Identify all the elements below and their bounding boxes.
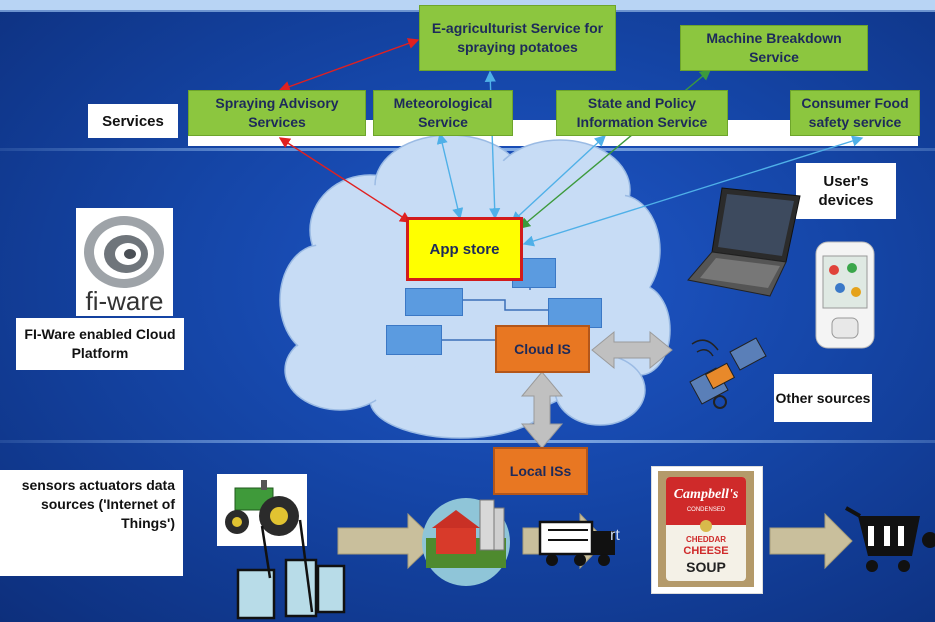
cloud-component-2 — [405, 288, 463, 316]
soup-medallion — [700, 520, 712, 532]
app-store-box: App store — [406, 217, 523, 281]
service-meteorological: Meteorological Service — [373, 90, 513, 136]
soup-brand: Campbell's — [673, 487, 739, 502]
transport-text: rt — [610, 527, 620, 544]
fiware-swirl-icon — [84, 216, 164, 288]
local-is-box: Local ISs — [493, 447, 588, 495]
soup-line2: CHEDDAR — [686, 535, 726, 544]
separator-line-bottom — [0, 440, 935, 443]
users-devices-label: User's devices — [796, 163, 896, 219]
soup-can: Campbell's CONDENSED CHEDDAR CHEESE SOUP — [666, 477, 746, 581]
tractor-image — [217, 474, 307, 546]
iot-label: sensors actuators data sources ('Interne… — [0, 470, 183, 576]
arrow-consumer-appstore — [522, 135, 864, 247]
services-label: Services — [88, 104, 178, 138]
other-sources-label: Other sources — [774, 374, 872, 422]
cloud-component-4 — [386, 325, 442, 355]
soup-line4: SOUP — [686, 559, 726, 575]
fiware-logo: fi-ware — [76, 208, 173, 316]
arrow-spraying-appstore — [278, 137, 412, 223]
tractor-icon — [225, 480, 299, 536]
soup-can-image: Campbell's CONDENSED CHEDDAR CHEESE SOUP — [651, 466, 763, 594]
arrow-meteo-appstore — [436, 132, 464, 220]
service-state-policy: State and Policy Information Service — [556, 90, 728, 136]
fiware-platform-label: FI-Ware enabled Cloud Platform — [16, 318, 184, 370]
service-machine-breakdown: Machine Breakdown Service — [680, 25, 868, 71]
arrow-eagri-spraying — [278, 38, 420, 92]
soup-line3: CHEESE — [683, 545, 729, 557]
horizontal-double-arrow — [591, 330, 673, 370]
service-consumer-food-safety: Consumer Food safety service — [790, 90, 920, 136]
soup-line1: CONDENSED — [686, 507, 726, 513]
soup-can-red-band — [666, 477, 746, 525]
fiware-logo-text: fi-ware — [85, 286, 164, 316]
service-spraying-advisory: Spraying Advisory Services — [188, 90, 366, 136]
soup-can-frame: Campbell's CONDENSED CHEDDAR CHEESE SOUP — [658, 471, 754, 587]
supply-chain-arrows — [337, 512, 853, 570]
service-e-agriculturist: E-agriculturist Service for spraying pot… — [419, 5, 616, 71]
cloud-component-3 — [548, 298, 602, 328]
cloud-is-box: Cloud IS — [495, 325, 590, 373]
